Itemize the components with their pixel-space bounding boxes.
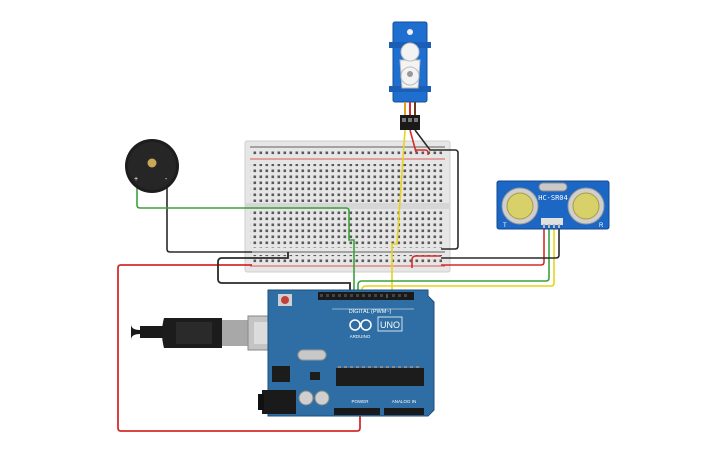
arduino-model-label: UNO xyxy=(380,320,400,330)
wire-black-buzzer xyxy=(166,175,252,253)
piezo-buzzer-icon: + - xyxy=(125,139,179,193)
wires xyxy=(117,129,560,432)
power-header-label: POWER xyxy=(351,399,369,404)
sensor-t-label: T xyxy=(503,223,507,229)
arduino-uno-icon: DIGITAL (PWM~) ARDUINO UNO xyxy=(258,289,435,417)
buzzer-plus-label: + xyxy=(134,176,138,183)
digital-header-label: DIGITAL (PWM~) xyxy=(349,309,392,315)
wire-yellow-sensor-echo xyxy=(361,224,555,294)
wire-black-sensor-gnd xyxy=(441,224,560,259)
ultrasonic-sensor-icon: HC-SR04 T R xyxy=(496,180,610,230)
wire-black-servo xyxy=(414,129,459,250)
arduino-logo: ARDUINO xyxy=(349,319,372,339)
wire-green-buzzer xyxy=(136,177,355,294)
wire-red-servo xyxy=(409,129,429,155)
wire-red-jumper xyxy=(411,255,441,268)
breadboard xyxy=(244,140,451,273)
wire-green-sensor-trig xyxy=(357,224,550,294)
arduino-brand-label: ARDUINO xyxy=(350,334,371,339)
wire-red-5v xyxy=(117,264,361,432)
analog-header-label: ANALOG IN xyxy=(392,399,417,404)
wire-black-gnd xyxy=(217,252,351,290)
wire-yellow-servo xyxy=(391,129,406,294)
sensor-r-label: R xyxy=(599,223,604,229)
servo-motor-icon xyxy=(389,21,431,130)
sensor-model-label: HC-SR04 xyxy=(538,194,568,202)
wire-red-sensor-vcc xyxy=(441,224,545,266)
buzzer-minus-label: - xyxy=(165,176,168,183)
